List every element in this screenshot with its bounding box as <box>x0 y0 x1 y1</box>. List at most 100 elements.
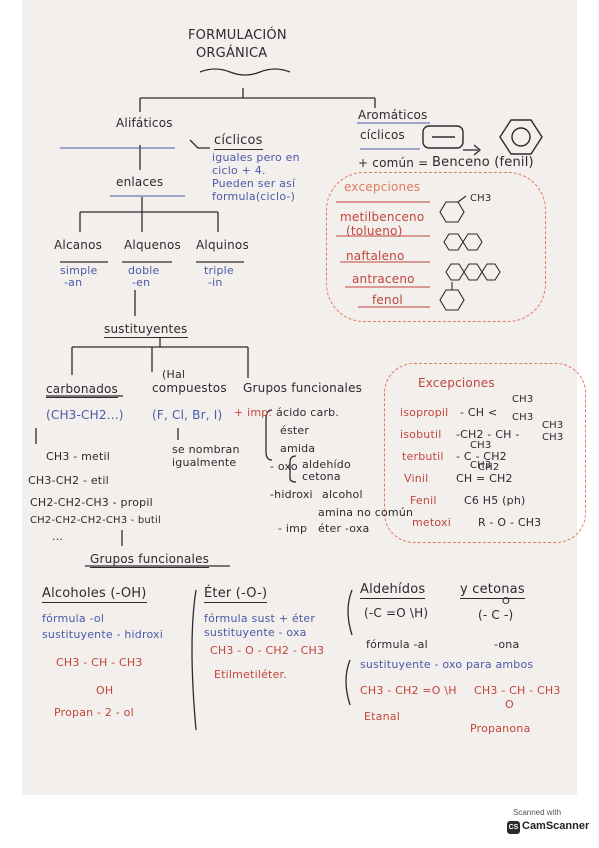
vinil-top: CH2 <box>478 462 500 473</box>
aldehidos-suffix: fórmula -al <box>366 638 428 651</box>
excepciones-title: excepciones <box>344 180 421 194</box>
stamp-caption: Scanned with <box>513 808 562 817</box>
gf-alcohol: alcohol <box>322 488 363 501</box>
excepciones2-cloud <box>384 363 586 543</box>
carbon-row-3: CH2-CH2-CH3 - propil <box>30 496 153 509</box>
eter-heading: Éter (-O-) <box>204 586 268 603</box>
terbutil-label: terbutil <box>402 450 444 463</box>
halogen-note-1: se nombran <box>172 443 240 456</box>
alcanos-suffix: -an <box>64 276 83 289</box>
isobutil-label: isobutil <box>400 428 442 441</box>
alcoholes-example-name: Propan - 2 - ol <box>54 706 134 719</box>
isobutil-top: CH3 <box>542 420 564 431</box>
alcoholes-example-2: OH <box>96 684 114 697</box>
terbutil-top: CH3 <box>470 440 492 451</box>
comun-label: + común = <box>358 156 429 170</box>
ciclicos-note-2: ciclo + 4. <box>212 164 266 177</box>
fenil-formula: C6 H5 (ph) <box>464 494 526 507</box>
gf-cetona: cetona <box>302 470 341 483</box>
naphthalene-ring-2 <box>462 233 483 251</box>
carbon-row-5: ... <box>52 530 64 543</box>
tolueno-label: (tolueno) <box>346 224 403 238</box>
metoxi-label: metoxi <box>412 516 451 529</box>
isopropil-bot: CH3 <box>512 412 534 423</box>
benzene-hexagon <box>499 119 543 155</box>
gf-eter: éter -oxa <box>318 522 370 535</box>
carbon-row-1: CH3 - metil <box>46 450 111 463</box>
metilbenceno-label: metilbenceno <box>340 210 425 224</box>
gf-amida: amida <box>280 442 316 455</box>
compuestos-heading: compuestos <box>152 381 227 395</box>
vinil-label: Vinil <box>404 472 429 485</box>
cetonas-heading: y cetonas <box>460 582 525 599</box>
naftaleno-label: naftaleno <box>346 249 405 263</box>
alquenos-suffix: -en <box>132 276 151 289</box>
mas-imp-label: + imp. <box>234 406 273 419</box>
cetonas-example-1: CH3 - CH - CH3 <box>474 684 561 697</box>
alcanos-bond: simple <box>60 264 98 277</box>
isopropil-label: isopropil <box>400 406 449 419</box>
carbon-row-2: CH3-CH2 - etil <box>28 474 109 487</box>
excepciones-cloud <box>326 172 546 322</box>
cetonas-formula: (- C -) <box>478 608 514 622</box>
isopropil-top: CH3 <box>512 394 534 405</box>
anthracene-ring-3 <box>481 263 501 281</box>
fenol-label: fenol <box>372 293 403 307</box>
gf-acido: ácido carb. <box>276 406 340 419</box>
ciclicos-note-4: formula(ciclo-) <box>212 190 296 203</box>
eter-sustituyente: sustituyente - oxa <box>204 626 307 639</box>
gf-amina: amina no común <box>318 506 414 519</box>
gf-aldehido: aldehído <box>302 458 351 471</box>
alcoholes-sustituyente: sustituyente - hidroxi <box>42 628 164 641</box>
enlaces-label: enlaces <box>116 175 164 189</box>
terbutil-bot: CH3 <box>470 460 492 471</box>
isobutil-bot: CH3 <box>542 432 564 443</box>
antraceno-label: antraceno <box>352 272 415 286</box>
terbutil-formula: - C - CH2 <box>456 450 507 463</box>
camscanner-logo-icon: CS <box>507 821 520 834</box>
hidroxi-label: -hidroxi <box>270 488 313 501</box>
title-line1: FORMULACIÓN <box>188 28 287 43</box>
halogens-sub: (F, Cl, Br, I) <box>152 408 223 422</box>
aldehidos-heading: Aldehídos <box>360 582 426 599</box>
aldehidos-example-1: CH3 - CH2 =O \H <box>360 684 457 697</box>
aromaticos-heading: Aromáticos <box>358 108 428 122</box>
camscanner-stamp: Scanned with CS CamScanner <box>503 808 589 840</box>
aldehidos-sustituyente: sustituyente - oxo para ambos <box>360 658 534 671</box>
carbon-row-4: CH2-CH2-CH2-CH3 - butil <box>30 515 162 526</box>
eter-formula: fórmula sust + éter <box>204 612 316 625</box>
title-squiggle <box>199 68 291 76</box>
grupos-funcionales-col-heading: Grupos funcionales <box>243 381 363 395</box>
alquinos-label: Alquinos <box>196 238 249 252</box>
cetonas-formula-o: O <box>502 596 511 607</box>
alcanos-label: Alcanos <box>54 238 103 252</box>
comun-value: Benceno (fenil) <box>432 155 534 170</box>
cetonas-example-name: Propanona <box>470 722 531 735</box>
alcoholes-example-1: CH3 - CH - CH3 <box>56 656 143 669</box>
sustituyentes-heading: sustituyentes <box>104 322 188 338</box>
eter-example-name: Etilmetiléter. <box>214 668 287 681</box>
alcoholes-heading: Alcoholes (-OH) <box>42 586 147 603</box>
cetonas-suffix: -ona <box>494 638 520 651</box>
ciclicos-note-1: iguales pero en <box>212 151 300 164</box>
aldehidos-formula: (-C =O \H) <box>364 606 429 620</box>
aldehidos-example-name: Etanal <box>364 710 400 723</box>
gf-ester: éster <box>280 424 310 437</box>
carbonados-heading: carbonados <box>46 382 119 398</box>
grupos-funcionales-heading: Grupos funcionales <box>90 552 210 568</box>
eter-example-1: CH3 - O - CH2 - CH3 <box>210 644 325 657</box>
stamp-brand: CamScanner <box>522 820 590 832</box>
cetonas-example-2: O <box>505 698 514 711</box>
oxo-label: - oxo <box>270 460 298 473</box>
alquenos-bond: doble <box>128 264 160 277</box>
ciclicos-heading: cíclicos <box>214 133 263 150</box>
hal-prefix: (Hal <box>162 368 186 381</box>
halogen-note-2: igualmente <box>172 456 237 469</box>
alquinos-suffix: -in <box>208 276 223 289</box>
toluene-ring <box>439 201 465 223</box>
carbonados-sub: (CH3-CH2...) <box>46 408 124 422</box>
menos-imp-label: - imp <box>278 522 308 535</box>
fenil-label: Fenil <box>410 494 437 507</box>
phenol-ring <box>439 289 465 311</box>
